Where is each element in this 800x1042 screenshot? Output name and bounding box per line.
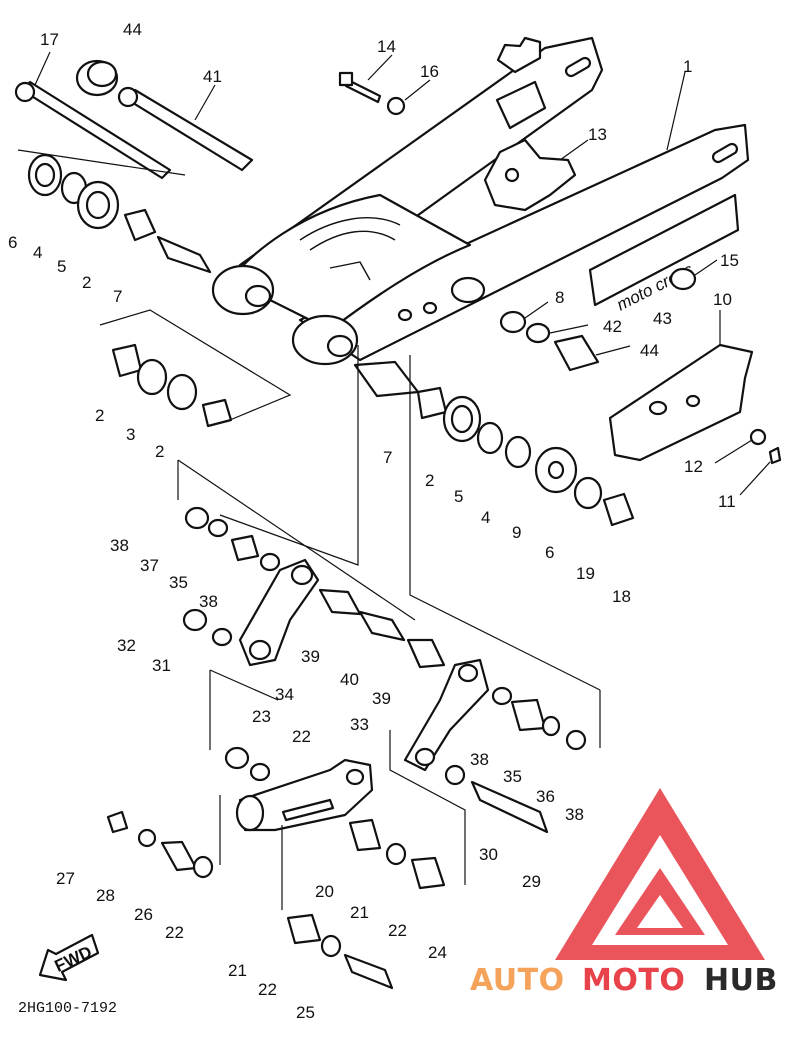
callout-21: 21 bbox=[350, 903, 369, 922]
callout-42: 42 bbox=[603, 317, 622, 336]
leader-lines bbox=[17, 51, 771, 910]
logo-text-moto: MOTO bbox=[582, 963, 685, 998]
callout-28: 28 bbox=[96, 886, 115, 905]
callout-17: 17 bbox=[40, 30, 59, 49]
callout-23: 23 bbox=[252, 707, 271, 726]
callout-44: 44 bbox=[640, 341, 659, 360]
callout-29: 29 bbox=[522, 872, 541, 891]
callout-4: 4 bbox=[33, 243, 42, 262]
callout-22: 22 bbox=[388, 921, 407, 940]
callout-39: 39 bbox=[301, 647, 320, 666]
callout-32: 32 bbox=[117, 636, 136, 655]
callout-31: 31 bbox=[152, 656, 171, 675]
callout-20: 20 bbox=[315, 882, 334, 901]
callout-2: 2 bbox=[425, 471, 434, 490]
callout-6: 6 bbox=[545, 543, 554, 562]
bushings-39-40 bbox=[318, 588, 446, 669]
cap-44-upper bbox=[75, 59, 119, 97]
callout-38: 38 bbox=[470, 750, 489, 769]
diagram-code: 2HG100-7192 bbox=[18, 1000, 117, 1017]
callout-35: 35 bbox=[503, 767, 522, 786]
callout-5: 5 bbox=[454, 487, 463, 506]
callout-12: 12 bbox=[684, 457, 703, 476]
left-bearing-stack bbox=[27, 153, 212, 274]
callout-1: 1 bbox=[683, 57, 692, 76]
callout-10: 10 bbox=[713, 290, 732, 309]
callout-36: 36 bbox=[536, 787, 555, 806]
callout-38: 38 bbox=[199, 592, 218, 611]
callout-37: 37 bbox=[140, 556, 159, 575]
callout-25: 25 bbox=[296, 1003, 315, 1022]
callout-22: 22 bbox=[292, 727, 311, 746]
callout-43: 43 bbox=[653, 309, 672, 328]
relay-arm-33 bbox=[403, 658, 587, 834]
callout-14: 14 bbox=[377, 37, 396, 56]
callout-7: 7 bbox=[113, 287, 122, 306]
lower-small-parts bbox=[106, 810, 446, 990]
callout-9: 9 bbox=[512, 523, 521, 542]
callout-41: 41 bbox=[203, 67, 222, 86]
callout-13: 13 bbox=[588, 125, 607, 144]
relay-arm-34 bbox=[182, 506, 320, 667]
callout-40: 40 bbox=[340, 670, 359, 689]
callout-3: 3 bbox=[126, 425, 135, 444]
callout-6: 6 bbox=[8, 233, 17, 252]
callout-labels: 1 17 44 41 14 16 13 15 8 42 43 44 10 6 4… bbox=[8, 20, 739, 1022]
bolt-14 bbox=[338, 71, 406, 116]
callout-38: 38 bbox=[565, 805, 584, 824]
callout-2: 2 bbox=[155, 442, 164, 461]
logo-text-hub: HUB bbox=[704, 963, 778, 998]
callout-44: 44 bbox=[123, 20, 142, 39]
callout-2: 2 bbox=[95, 406, 104, 425]
callout-18: 18 bbox=[612, 587, 631, 606]
callout-22: 22 bbox=[165, 923, 184, 942]
pivot-shaft-17 bbox=[14, 80, 172, 180]
callout-33: 33 bbox=[350, 715, 369, 734]
callout-15: 15 bbox=[720, 251, 739, 270]
middle-left-bearings bbox=[111, 343, 233, 428]
automotohub-logo: AUTO MOTO HUB bbox=[470, 788, 778, 998]
callout-24: 24 bbox=[428, 943, 447, 962]
callout-4: 4 bbox=[481, 508, 490, 527]
callout-16: 16 bbox=[420, 62, 439, 81]
chain-guide-bracket bbox=[483, 138, 577, 212]
pivot-shaft-41 bbox=[117, 86, 254, 172]
callout-19: 19 bbox=[576, 564, 595, 583]
right-small-parts bbox=[499, 267, 697, 372]
callout-38: 38 bbox=[110, 536, 129, 555]
callout-30: 30 bbox=[479, 845, 498, 864]
logo-text-auto: AUTO bbox=[470, 963, 565, 998]
callout-22: 22 bbox=[258, 980, 277, 999]
callout-2: 2 bbox=[82, 273, 91, 292]
callout-11: 11 bbox=[718, 492, 736, 511]
callout-7: 7 bbox=[383, 448, 392, 467]
callout-35: 35 bbox=[169, 573, 188, 592]
right-pivot-stack bbox=[353, 360, 635, 527]
swingarm: moto cross bbox=[211, 36, 750, 366]
callout-8: 8 bbox=[555, 288, 564, 307]
callout-21: 21 bbox=[228, 961, 247, 980]
connecting-rod-20 bbox=[224, 746, 374, 832]
callout-5: 5 bbox=[57, 257, 66, 276]
callout-39: 39 bbox=[372, 689, 391, 708]
chain-guide-10 bbox=[608, 343, 782, 465]
callout-26: 26 bbox=[134, 905, 153, 924]
fwd-arrow-icon: FWD bbox=[38, 933, 100, 982]
callout-34: 34 bbox=[275, 685, 294, 704]
callout-27: 27 bbox=[56, 869, 75, 888]
